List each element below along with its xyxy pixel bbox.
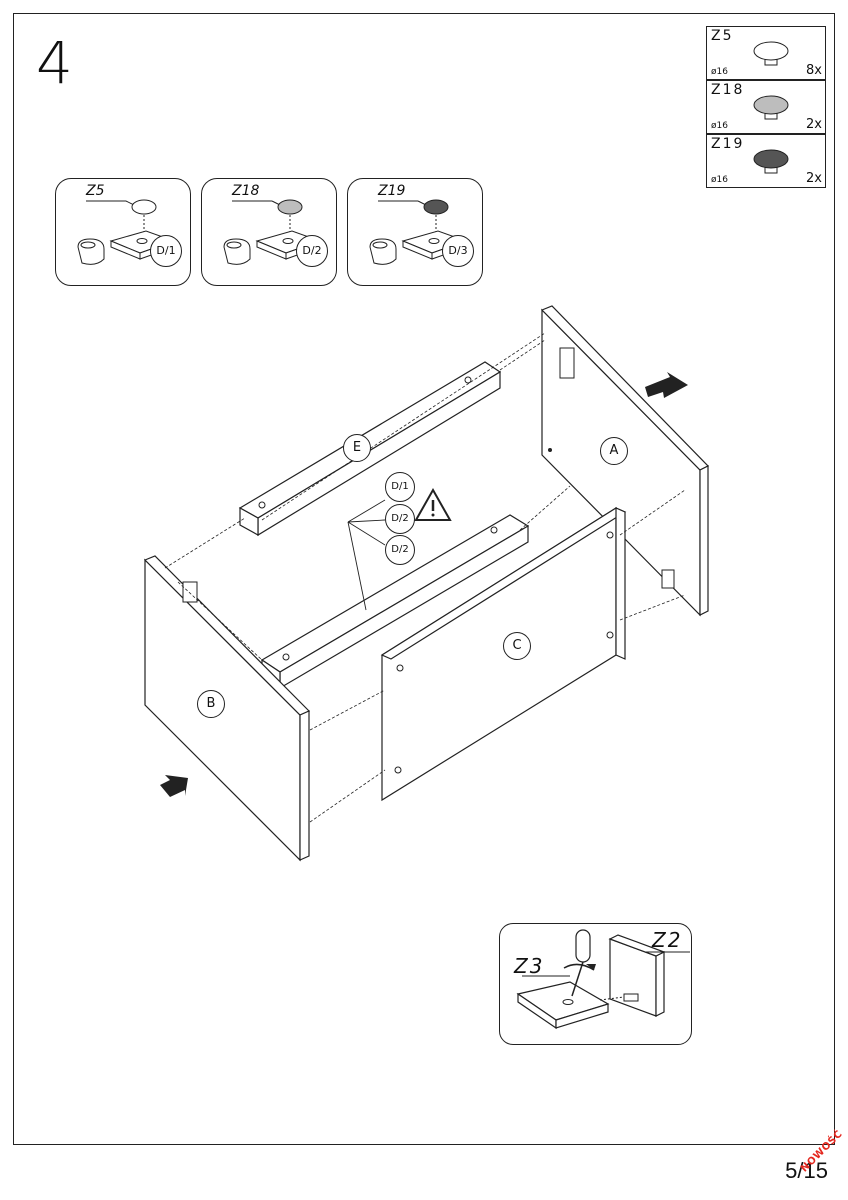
cap-z5-icon	[753, 41, 789, 66]
cap-z19-icon	[753, 149, 789, 174]
warning-ref-d1: D/1	[385, 472, 415, 502]
detail-code: Z18	[232, 183, 260, 199]
panel-e-shape	[238, 361, 502, 537]
part-quantity: 8x	[806, 63, 822, 78]
detail-ref: D/2	[296, 235, 328, 267]
part-diameter: ø16	[711, 175, 728, 185]
screwdriver-detail-icon	[516, 929, 690, 1030]
warning-ref-d2: D/2	[385, 504, 415, 534]
panel-label-c: C	[503, 632, 531, 660]
panel-c-shape	[380, 506, 627, 802]
part-row-z18: Z18 ø16 2x	[706, 80, 826, 134]
screw-code-z3: Z3	[514, 954, 545, 978]
part-row-z5: Z5 ø16 8x	[706, 26, 826, 80]
page-number: 5/15	[785, 1158, 828, 1183]
part-code: Z5	[711, 28, 734, 44]
panel-label-e: E	[343, 434, 371, 462]
part-row-z19: Z19 ø16 2x	[706, 134, 826, 188]
warning-leader-lines	[347, 499, 386, 611]
screw-detail-box: Z3 Z2	[499, 923, 692, 1045]
detail-ref: D/1	[150, 235, 182, 267]
part-quantity: 2x	[806, 171, 822, 186]
cam-cap-detail-icon	[77, 199, 176, 265]
detail-code: Z19	[378, 183, 406, 199]
step-number: 4	[36, 29, 73, 97]
warning-icon	[414, 487, 452, 521]
detail-box-z5: Z5 D/1	[55, 178, 191, 286]
part-diameter: ø16	[711, 121, 728, 131]
panel-label-a: A	[600, 437, 628, 465]
part-diameter: ø16	[711, 67, 728, 77]
page-frame	[13, 13, 835, 1145]
part-code: Z19	[711, 136, 745, 152]
arrow-left-icon	[645, 372, 688, 398]
detail-box-z19: Z19 D/3	[347, 178, 483, 286]
part-quantity: 2x	[806, 117, 822, 132]
detail-ref: D/3	[442, 235, 474, 267]
warning-ref-d2-second: D/2	[385, 535, 415, 565]
detail-box-z18: Z18 D/2	[201, 178, 337, 286]
parts-table: Z5 ø16 8x Z18 ø16 2x Z19 ø16 2x	[706, 26, 826, 189]
detail-code: Z5	[86, 183, 105, 199]
arrow-right-icon	[160, 775, 188, 797]
cap-z18-icon	[753, 95, 789, 120]
part-code: Z18	[711, 82, 745, 98]
screw-code-z2: Z2	[652, 928, 683, 952]
alignment-lines	[164, 332, 686, 823]
panel-label-b: B	[197, 690, 225, 718]
panel-b-shape	[143, 555, 311, 862]
